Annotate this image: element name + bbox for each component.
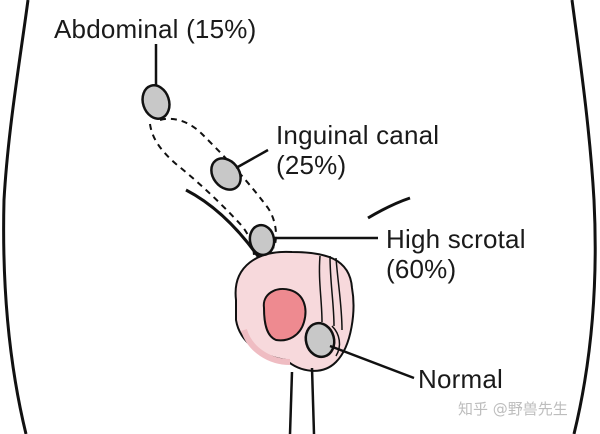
- leader-normal: [329, 344, 415, 380]
- left-body-outline: [2, 0, 30, 434]
- scrotum-shading: [241, 328, 291, 365]
- epididymis: [331, 325, 341, 357]
- testis-normal: [304, 321, 336, 359]
- label-abdominal-text: Abdominal (15%): [54, 14, 257, 44]
- label-abdominal: Abdominal (15%): [54, 14, 256, 44]
- leader-inguinal: [235, 148, 269, 170]
- cord-line-2: [329, 255, 335, 327]
- descent-path-inner: [149, 123, 255, 257]
- right-body-outline: [570, 0, 597, 434]
- cord-line-1: [318, 255, 323, 323]
- label-high-scrotal: High scrotal (60%): [386, 224, 526, 284]
- testis-high-scrotal: [248, 223, 276, 257]
- label-normal-text: Normal: [418, 364, 503, 394]
- testis-abdominal: [141, 84, 171, 120]
- label-inguinal-line1: Inguinal canal: [276, 120, 440, 150]
- label-inguinal-line2: (25%): [276, 150, 347, 180]
- cord-line-3: [335, 257, 343, 331]
- label-high-line1: High scrotal: [386, 224, 526, 254]
- testis-inguinal: [210, 157, 242, 191]
- shaft-right: [310, 367, 316, 434]
- label-high-line2: (60%): [386, 254, 457, 284]
- label-inguinal-canal: Inguinal canal (25%): [276, 120, 439, 180]
- left-inguinal-fold: [185, 188, 264, 263]
- label-normal: Normal: [418, 364, 503, 394]
- right-inguinal-fold: [367, 196, 411, 220]
- glans: [262, 288, 307, 342]
- shaft-left: [288, 371, 294, 434]
- watermark-text: 知乎 @野兽先生: [458, 400, 568, 418]
